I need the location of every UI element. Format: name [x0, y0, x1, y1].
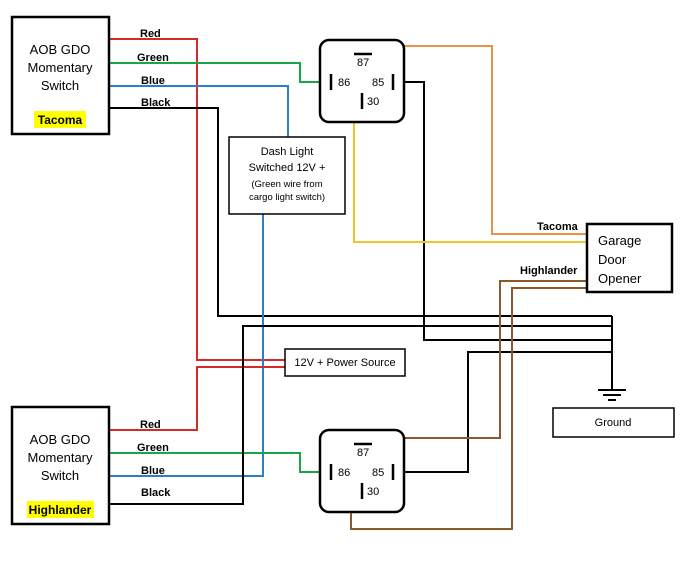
relay-bottom-pin85: 85 [372, 467, 384, 479]
dash-light-line3: (Green wire from [251, 179, 322, 190]
label-highlander-blue: Blue [141, 465, 165, 477]
gdo-line3: Opener [598, 271, 642, 286]
gdo-highlander-label: Highlander [520, 265, 578, 277]
switch-tacoma-tag-highlight [34, 111, 86, 128]
relay-top-pin87: 87 [357, 57, 369, 69]
wire-tacoma-green [110, 62, 320, 83]
dash-light-line4: cargo light switch) [249, 192, 325, 203]
switch-highlander-tag-highlight [27, 501, 94, 518]
switch-tacoma-tag: Tacoma [38, 113, 83, 127]
dash-light-line1: Dash Light [261, 146, 314, 158]
wire-dash-blue [110, 214, 264, 477]
switch-tacoma: AOB GDO Momentary Switch Tacoma [10, 15, 111, 136]
wire-highlander-green [110, 452, 320, 473]
wire-tacoma-red [110, 38, 285, 361]
label-tacoma-blue: Blue [141, 75, 165, 87]
label-tacoma-black: Black [141, 97, 171, 109]
switch-highlander-line2: Momentary [27, 450, 93, 465]
switch-tacoma-line3: Switch [41, 78, 79, 93]
gdo-line1: Garage [598, 233, 641, 248]
wire-top-relay-85-black [403, 81, 612, 341]
label-tacoma-green: Green [137, 52, 169, 64]
power-source-label: 12V + Power Source [294, 357, 395, 369]
wire-highlander-red [110, 366, 285, 431]
dash-light-line2: Switched 12V + [249, 162, 326, 174]
switch-highlander-line3: Switch [41, 468, 79, 483]
relay-top: 87 86 85 30 [318, 38, 406, 124]
power-source-box: 12V + Power Source [284, 348, 406, 377]
label-highlander-green: Green [137, 442, 169, 454]
ground-box: Ground [552, 407, 675, 438]
switch-highlander: AOB GDO Momentary Switch Highlander [10, 405, 111, 526]
relay-bottom-pin86: 86 [338, 467, 350, 479]
wire-bottom-relay-87-brown [370, 280, 587, 439]
gdo-line2: Door [598, 252, 627, 267]
ground-label: Ground [595, 417, 632, 429]
relay-bottom-pin87: 87 [357, 447, 369, 459]
relay-bottom-pin30: 30 [367, 486, 379, 498]
dash-light-box: Dash Light Switched 12V + (Green wire fr… [228, 136, 346, 215]
relay-top-pin85: 85 [372, 77, 384, 89]
label-tacoma-red: Red [140, 28, 161, 40]
switch-tacoma-line2: Momentary [27, 60, 93, 75]
wire-top-relay-87-orange [370, 45, 587, 235]
switch-highlander-line1: AOB GDO [30, 432, 91, 447]
relay-top-pin86: 86 [338, 77, 350, 89]
switch-highlander-tag: Highlander [29, 503, 92, 517]
garage-door-opener-box: Garage Door Opener [585, 222, 674, 294]
gdo-tacoma-label: Tacoma [537, 221, 579, 233]
wire-highlander-black [110, 325, 612, 505]
label-highlander-black: Black [141, 487, 171, 499]
wire-bottom-relay-85-black [403, 351, 612, 473]
wire-tacoma-black [110, 107, 612, 317]
label-highlander-red: Red [140, 419, 161, 431]
relay-top-pin30: 30 [367, 96, 379, 108]
switch-tacoma-line1: AOB GDO [30, 42, 91, 57]
relay-bottom: 87 86 85 30 [318, 428, 406, 514]
wire-tacoma-blue [110, 85, 289, 137]
